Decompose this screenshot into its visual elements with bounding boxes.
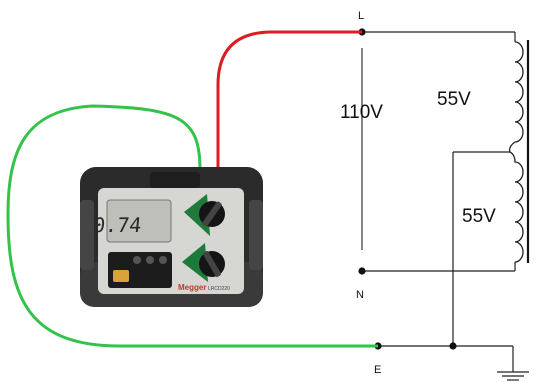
function-button-icon [133,256,141,264]
centre-tap-junction [449,342,457,350]
lower-winding-voltage-label: 55V [462,206,496,227]
lcd-reading: 0.74 [92,213,143,237]
live-test-lead [216,30,362,172]
function-button-icon-2 [146,256,154,264]
live-terminal-label: L [358,10,364,22]
meter-model: LRCD220 [208,286,230,292]
lower-dial-scale [182,243,208,282]
transformer-winding [508,41,524,263]
meter-brand: Megger [178,283,206,292]
circuit-wiring [362,31,516,372]
upper-winding-voltage-label: 55V [437,89,471,110]
line-voltage-label: 110V [340,102,383,123]
meter-left-bumper [80,200,94,270]
megger-tester: 0.74 Megger LRCD220 [80,167,263,307]
neutral-terminal-label: N [356,289,364,301]
meter-right-bumper [249,200,263,270]
neutral-junction [358,267,366,275]
earth-test-lead [6,104,378,348]
function-button-icon-3 [159,256,167,264]
lcd-screen [106,199,172,243]
earth-terminal-label: E [374,364,381,376]
earth-symbol [497,371,529,381]
test-button-icon [113,270,129,282]
